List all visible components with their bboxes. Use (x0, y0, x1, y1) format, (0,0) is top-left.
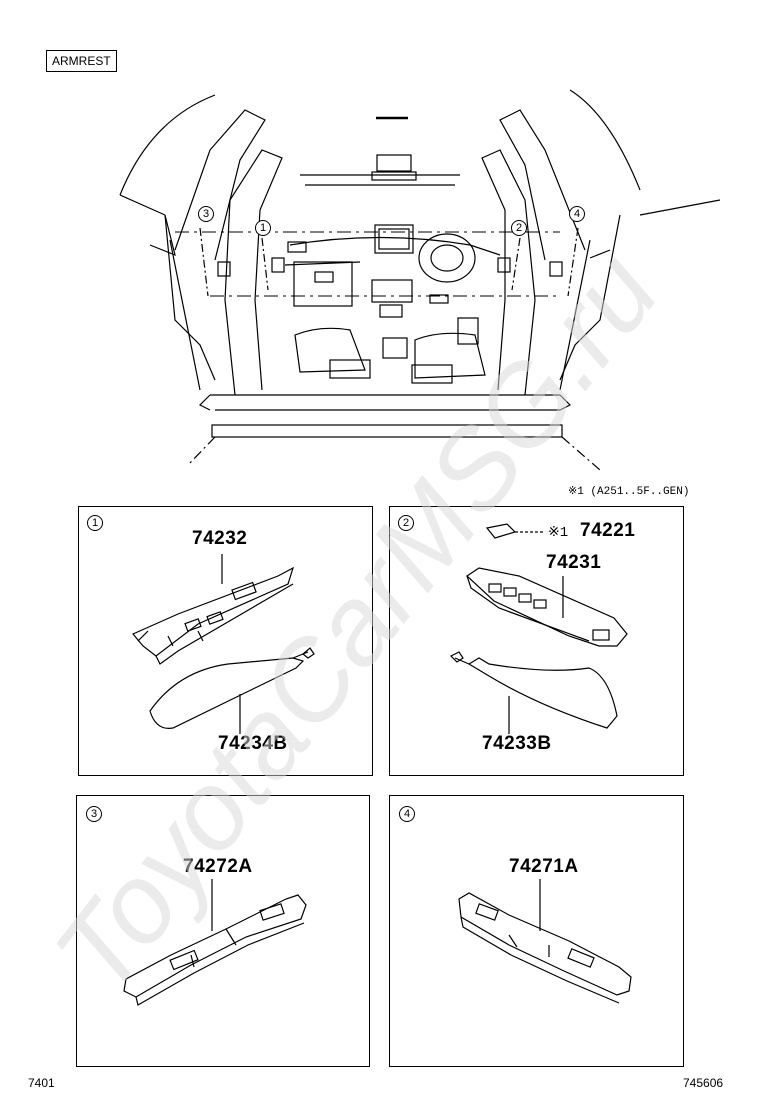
panel-1-number: 1 (87, 515, 103, 531)
panel-2-number: 2 (398, 515, 414, 531)
part-74221-marker: ※1 (548, 525, 569, 541)
part-number-74234B: 74234B (218, 733, 288, 754)
part-number-74221: 74221 (580, 520, 636, 541)
panel-4-number: 4 (399, 806, 415, 822)
panel-1 (78, 506, 373, 776)
part-number-74231: 74231 (546, 552, 602, 573)
panel-3-number: 3 (86, 806, 102, 822)
overview-callout-1: 1 (255, 220, 271, 236)
panel-4 (389, 795, 684, 1067)
part-number-74233B: 74233B (482, 733, 552, 754)
overview-callout-4: 4 (569, 206, 585, 222)
panel-3-parts-drawing (123, 879, 307, 1006)
panel-1-parts-drawing (132, 554, 315, 734)
section-label: ARMREST (46, 50, 117, 72)
footnote: ※1 (A251..5F..GEN) (568, 486, 690, 498)
panel-2-parts-drawing (449, 523, 628, 734)
page-number-left: 7401 (28, 1076, 55, 1090)
panel-4-parts-drawing (458, 879, 632, 1004)
part-number-74271A: 74271A (509, 856, 579, 877)
panel-3 (76, 795, 370, 1067)
part-number-74232: 74232 (192, 528, 248, 549)
panel-2 (389, 506, 684, 776)
overview-callout-3: 3 (198, 206, 214, 222)
overview-callout-2: 2 (511, 220, 527, 236)
page-number-right: 745606 (683, 1076, 724, 1090)
interior-overview-drawing (119, 89, 721, 471)
part-number-74272A: 74272A (183, 856, 253, 877)
